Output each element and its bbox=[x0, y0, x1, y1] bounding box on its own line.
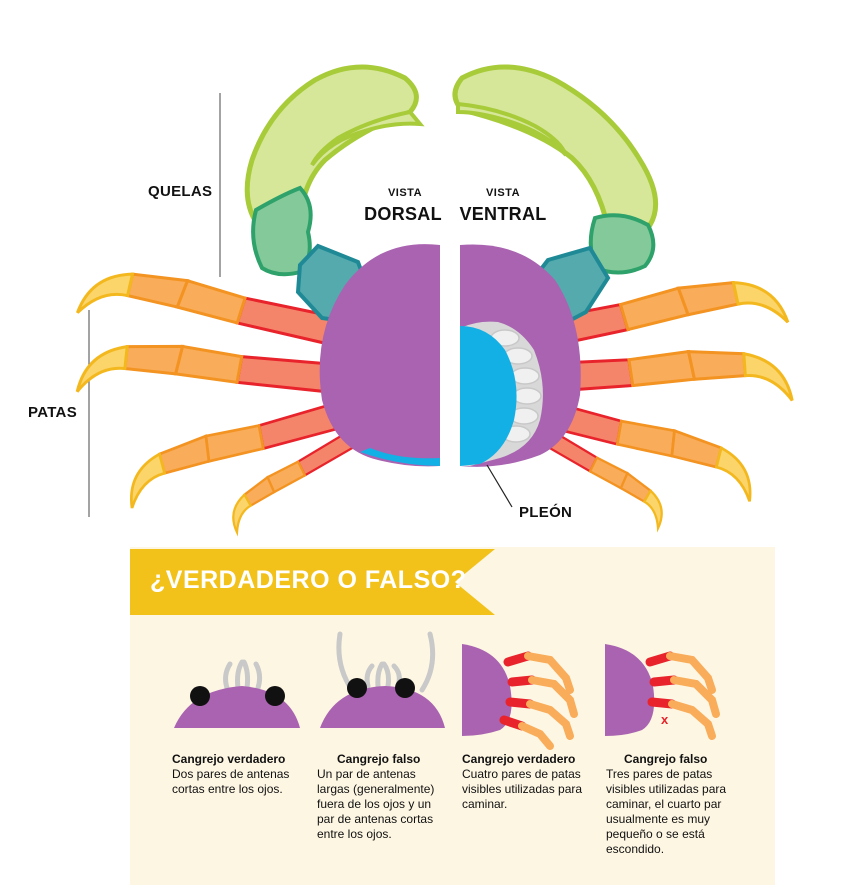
card-4-line: visibles utilizadas para bbox=[606, 782, 727, 796]
ventral-view-small: VISTA bbox=[485, 187, 521, 199]
illustration-true-antennae bbox=[174, 659, 300, 728]
card-3-line: visibles utilizadas para bbox=[462, 782, 583, 796]
card-1-caption: Cangrejo verdadero Dos pares de antenas … bbox=[172, 752, 312, 797]
card-2-line: fuera de los ojos y un bbox=[317, 797, 432, 811]
card-3-line: Cuatro pares de patas bbox=[462, 767, 581, 781]
illustration-false-antennae bbox=[320, 631, 445, 728]
card-2-heading: Cangrejo falso bbox=[337, 752, 421, 766]
card-4-line: usualmente es muy bbox=[606, 812, 711, 826]
ventral-carapace bbox=[460, 244, 581, 467]
card-1-heading: Cangrejo verdadero bbox=[172, 752, 286, 766]
card-2-line: entre los ojos. bbox=[317, 827, 392, 841]
card-2-line: par de antenas cortas bbox=[317, 812, 434, 826]
card-2-caption: Cangrejo falso Un par de antenas largas … bbox=[317, 752, 457, 842]
card-2-line: Un par de antenas bbox=[317, 767, 416, 781]
crab-diagram bbox=[75, 64, 794, 534]
illustration-three-legs bbox=[605, 644, 720, 740]
quiz-illustrations bbox=[174, 631, 720, 750]
dorsal-carapace bbox=[319, 244, 440, 467]
true-false-banner bbox=[130, 549, 495, 615]
missing-leg-mark: x bbox=[661, 712, 669, 727]
card-1-line: cortas entre los ojos. bbox=[172, 782, 283, 796]
patas-label: PATAS bbox=[28, 404, 77, 421]
card-3-caption: Cangrejo verdadero Cuatro pares de patas… bbox=[462, 752, 602, 812]
card-1-line: Dos pares de antenas bbox=[172, 767, 290, 781]
quelas-label: QUELAS bbox=[148, 183, 213, 200]
dorsal-view-small: VISTA bbox=[387, 187, 423, 199]
card-3-line: caminar. bbox=[462, 797, 508, 811]
card-4-heading: Cangrejo falso bbox=[624, 752, 708, 766]
card-4-caption: Cangrejo falso Tres pares de patas visib… bbox=[606, 752, 756, 857]
ventral-view-title: VENTRAL bbox=[459, 204, 547, 224]
card-4-line: caminar, el cuarto par bbox=[606, 797, 722, 811]
card-4-line: pequeño o se está bbox=[606, 827, 705, 841]
illustration-four-legs bbox=[462, 644, 578, 750]
true-false-title: ¿VERDADERO O FALSO? bbox=[150, 566, 467, 594]
dorsal-view-title: DORSAL bbox=[364, 204, 442, 224]
card-4-line: escondido. bbox=[606, 842, 665, 856]
pleon-pointer bbox=[486, 464, 513, 508]
pleon-label: PLEÓN bbox=[519, 504, 573, 521]
card-2-line: largas (generalmente) bbox=[317, 782, 435, 796]
right-claw bbox=[452, 64, 659, 333]
card-3-heading: Cangrejo verdadero bbox=[462, 752, 576, 766]
card-4-line: Tres pares de patas bbox=[606, 767, 713, 781]
pleon-plate bbox=[460, 326, 517, 466]
